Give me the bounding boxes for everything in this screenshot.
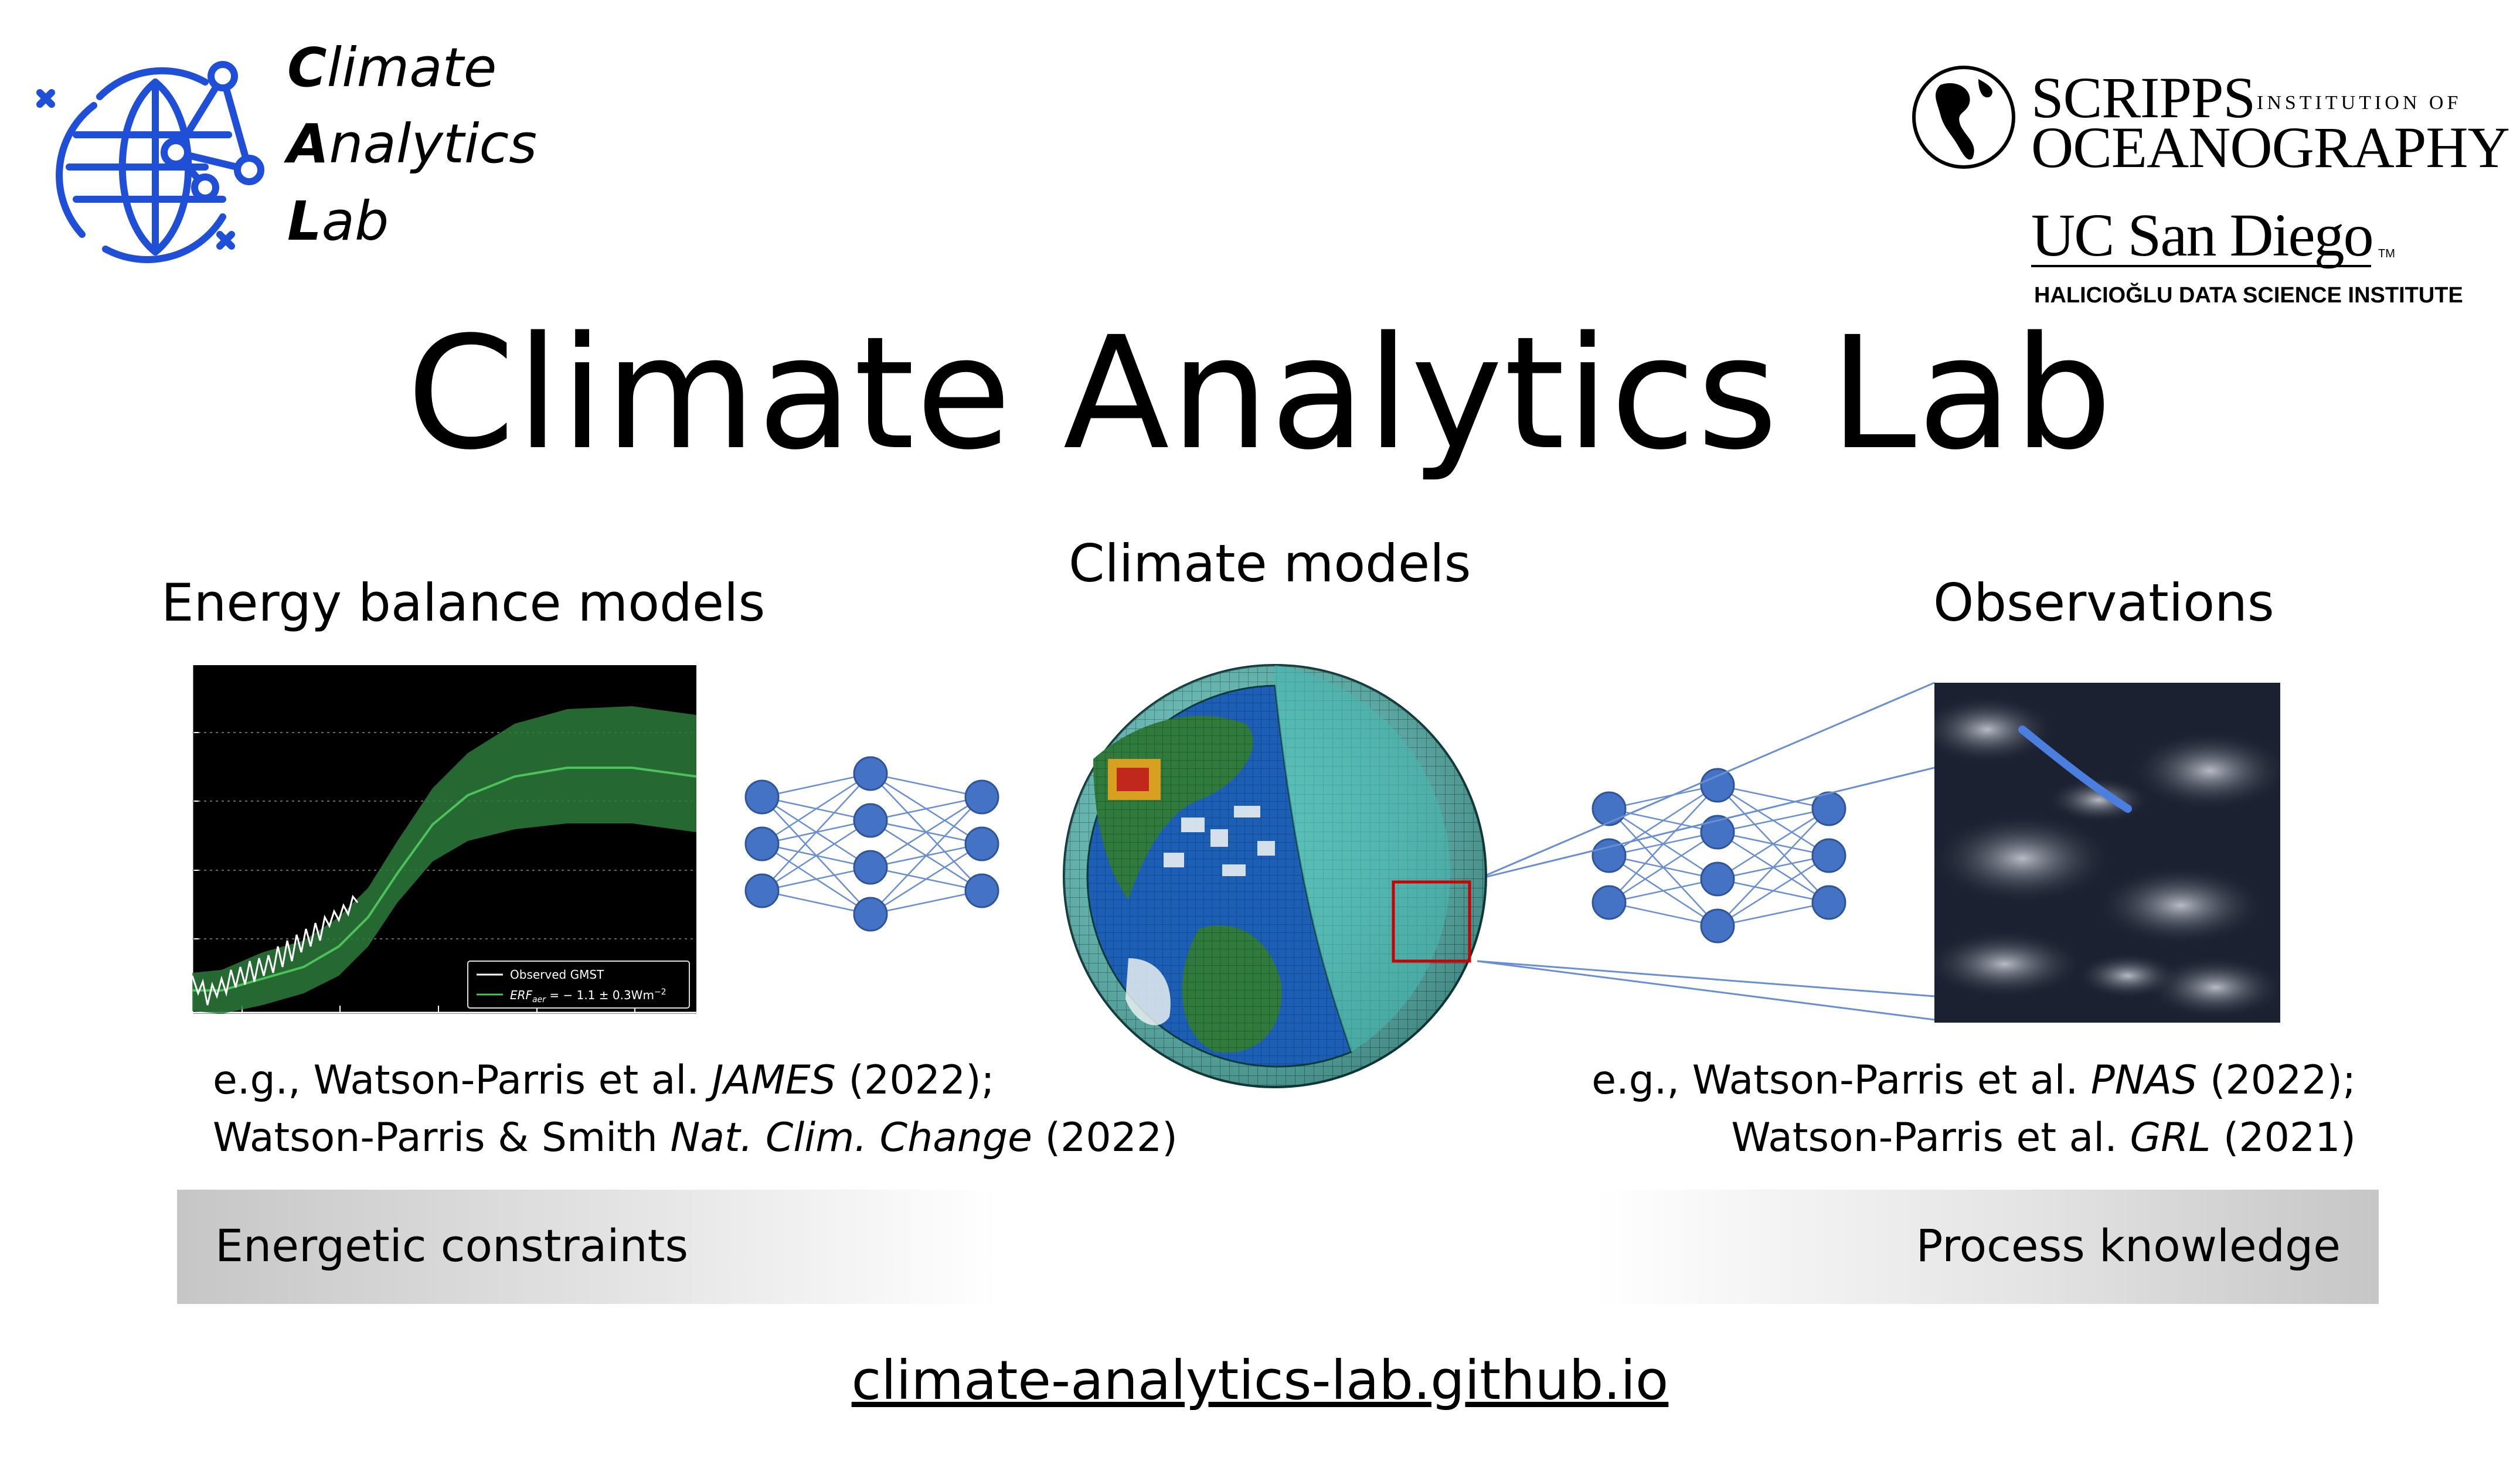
citation-left-2: Watson-Parris & Smith Nat. Clim. Change … <box>213 1118 1178 1158</box>
globe-icon <box>1912 66 2015 169</box>
citation-text: Watson-Parris & Smith <box>213 1115 671 1161</box>
legend-erf-rest: = − 1.1 ± 0.3Wm <box>546 988 654 1002</box>
logo-line-2: Analytics <box>287 117 537 171</box>
citation-year: (2021) <box>2210 1115 2356 1161</box>
heading-energy-balance: Energy balance models <box>161 573 766 633</box>
logo-initial: A <box>287 113 329 175</box>
citation-year: (2022) <box>1032 1115 1178 1161</box>
scripps-logo: SCRIPPS INSTITUTION OF OCEANOGRAPHY <box>1908 62 2510 179</box>
satellite-observation-image <box>1934 683 2280 1023</box>
ship-track <box>2018 726 2132 813</box>
lab-logo: Climate Analytics Lab <box>29 41 557 275</box>
logo-line-3: Lab <box>287 195 389 248</box>
energetic-constraints-label: Energetic constraints <box>215 1220 689 1272</box>
legend-observed: Observed GMST <box>510 968 604 982</box>
citation-text: e.g., Watson-Parris et al. <box>1591 1057 2091 1104</box>
process-knowledge-label: Process knowledge <box>1916 1220 2341 1272</box>
climate-model-globe <box>1063 664 1487 1088</box>
legend-erf-sup: −2 <box>654 987 666 997</box>
energy-balance-chart: Observed GMST ERFaer = − 1.1 ± 0.3Wm−2 <box>186 665 697 1017</box>
neural-network-icon-right <box>1591 768 1846 944</box>
neural-network-icon-left <box>744 756 999 932</box>
lab-website-link[interactable]: climate-analytics-lab.github.io <box>851 1349 1669 1412</box>
process-knowledge-bar: Process knowledge <box>1594 1190 2379 1304</box>
globe-network-icon <box>36 61 264 263</box>
zoom-box <box>1392 880 1471 963</box>
citation-year: (2022); <box>835 1057 995 1104</box>
ucsd-logo: UC San Diego TM <box>2031 205 2488 275</box>
scripps-name: SCRIPPS <box>2031 65 2256 130</box>
heading-climate-models: Climate models <box>1069 533 1471 594</box>
observed-gmst-line <box>191 894 359 1006</box>
heading-observations: Observations <box>1933 573 2274 633</box>
legend-erf-sub: aer <box>532 995 546 1004</box>
scripps-line-2: OCEANOGRAPHY <box>2031 115 2510 180</box>
model-mean-line <box>192 767 697 992</box>
journal-name: GRL <box>2130 1115 2211 1161</box>
hdsi-label: HALICIOĞLU DATA SCIENCE INSTITUTE <box>2034 283 2463 308</box>
logo-initial: C <box>287 36 327 99</box>
journal-name: JAMES <box>712 1057 836 1104</box>
logo-rest: ab <box>321 190 389 253</box>
ucsd-underline <box>2031 265 2371 267</box>
citation-right-1: e.g., Watson-Parris et al. PNAS (2022); <box>1591 1061 2356 1101</box>
logo-rest: nalytics <box>329 113 538 175</box>
citation-left-1: e.g., Watson-Parris et al. JAMES (2022); <box>213 1061 995 1101</box>
journal-name: Nat. Clim. Change <box>670 1115 1032 1161</box>
scripps-subtitle: INSTITUTION OF <box>2257 92 2462 114</box>
journal-name: PNAS <box>2090 1057 2198 1104</box>
logo-initial: L <box>287 190 322 253</box>
citation-year: (2022); <box>2197 1057 2356 1104</box>
page-title: Climate Analytics Lab <box>406 304 2114 484</box>
chart-legend: Observed GMST ERFaer = − 1.1 ± 0.3Wm−2 <box>467 961 690 1009</box>
legend-erf: ERFaer = − 1.1 ± 0.3Wm−2 <box>510 987 666 1004</box>
ucsd-wordmark: UC San Diego <box>2031 202 2374 269</box>
logo-line-1: Climate <box>287 41 496 95</box>
logo-rest: limate <box>327 36 497 99</box>
energetic-constraints-bar: Energetic constraints <box>177 1190 998 1304</box>
citation-text: e.g., Watson-Parris et al. <box>213 1057 712 1104</box>
legend-erf-label: ERF <box>510 988 533 1002</box>
citation-right-2: Watson-Parris et al. GRL (2021) <box>1731 1118 2356 1158</box>
citation-text: Watson-Parris et al. <box>1731 1115 2130 1161</box>
ucsd-trademark: TM <box>2378 247 2395 260</box>
